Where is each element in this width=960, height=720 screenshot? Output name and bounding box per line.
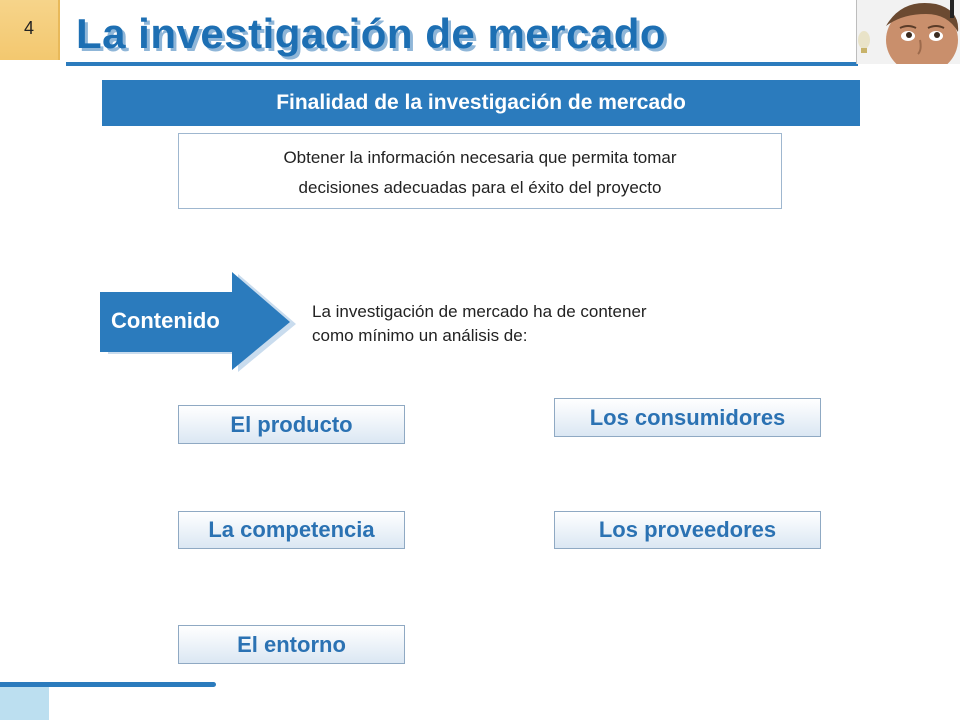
contenido-line-1: La investigación de mercado ha de conten…	[312, 302, 647, 321]
arrow-right-icon	[100, 272, 296, 372]
topic-proveedores: Los proveedores	[554, 511, 821, 549]
topic-competencia: La competencia	[178, 511, 405, 549]
topic-producto: El producto	[178, 405, 405, 444]
section-heading: Finalidad de la investigación de mercado	[102, 80, 860, 126]
title-underline	[66, 62, 858, 66]
slide-number-badge: 4	[0, 0, 60, 60]
photo-divider	[856, 0, 857, 64]
header-photo	[856, 0, 960, 64]
contenido-label: Contenido	[111, 308, 220, 333]
slide-number: 4	[23, 18, 34, 38]
topic-entorno: El entorno	[178, 625, 405, 664]
purpose-line-2: decisiones adecuadas para el éxito del p…	[298, 178, 662, 197]
slide-title: La investigación de mercado	[76, 10, 667, 57]
footer-accent-block	[0, 687, 49, 720]
purpose-description-box: Obtener la información necesaria que per…	[178, 133, 782, 209]
person-photo-icon	[856, 0, 960, 64]
contenido-arrow	[98, 272, 298, 374]
footer-rule	[0, 682, 216, 687]
contenido-line-2: como mínimo un análisis de:	[312, 326, 528, 345]
topic-consumidores: Los consumidores	[554, 398, 821, 437]
contenido-description: La investigación de mercado ha de conten…	[312, 300, 782, 348]
purpose-line-1: Obtener la información necesaria que per…	[283, 148, 677, 167]
